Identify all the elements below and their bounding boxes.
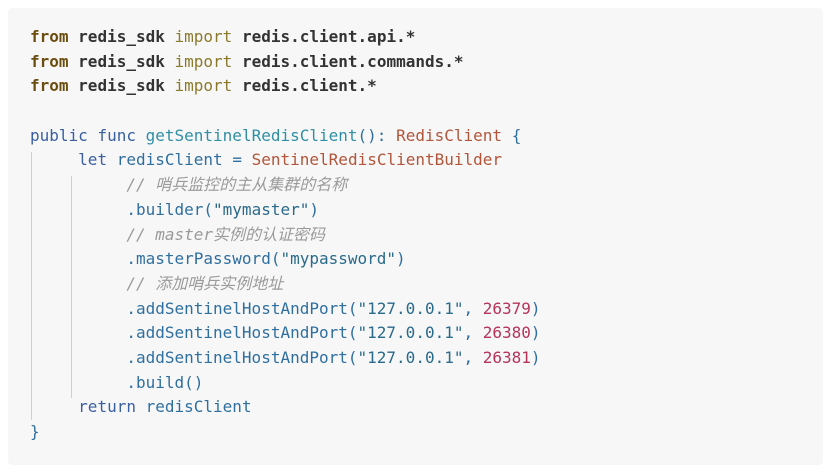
keyword-import: import [174, 76, 233, 96]
return-statement: return redisClient [30, 395, 541, 420]
let-statement: let redisClient = SentinelRedisClientBui… [30, 148, 541, 173]
indent-guide-outer [31, 152, 32, 420]
import-target: redis.client.api.* [241, 27, 416, 46]
import-target: redis.client.* [241, 76, 377, 96]
keyword-import: import [174, 51, 233, 71]
master-password-call: .masterPassword("mypassword") [126, 249, 406, 269]
add-sentinel-call-2: .addSentinelHostAndPort("127.0.0.1", 263… [126, 323, 541, 343]
return-type: RedisClient [396, 125, 503, 145]
keyword-from: from [30, 51, 69, 71]
import-module: redis_sdk [78, 51, 165, 71]
open-brace: { [511, 125, 522, 145]
import-line-3: from redis_sdk import redis.client.* [30, 74, 541, 99]
close-brace: } [30, 422, 40, 441]
port-number: 26379 [482, 298, 531, 318]
comment-cluster-name: // 哨兵监控的主从集群的名称 [126, 175, 348, 195]
keyword-from: from [30, 76, 69, 96]
builder-class: SentinelRedisClientBuilder [251, 150, 503, 170]
import-line-2: from redis_sdk import redis.client.comma… [30, 50, 541, 75]
variable-name: redisClient [116, 150, 223, 170]
function-name: getSentinelRedisClient [145, 125, 358, 145]
keyword-import: import [174, 27, 233, 46]
add-sentinel-call-3: .addSentinelHostAndPort("127.0.0.1", 263… [126, 347, 541, 367]
code-block [8, 8, 823, 465]
code-listing: from redis_sdk import redis.client.api.*… [30, 25, 541, 445]
import-line-1: from redis_sdk import redis.client.api.* [30, 25, 541, 50]
port-number: 26380 [482, 323, 531, 343]
import-target: redis.client.commands.* [241, 51, 464, 71]
keyword-from: from [30, 27, 69, 46]
comment-sentinel-address: // 添加哨兵实例地址 [126, 273, 284, 293]
keyword-func: func [97, 125, 136, 145]
function-params: (): [357, 125, 387, 145]
builder-call: .builder("mymaster") [126, 199, 319, 219]
indent-guide-inner [71, 176, 72, 398]
keyword-public: public [30, 125, 88, 145]
comment-master-password: // master实例的认证密码 [126, 224, 326, 244]
keyword-return: return [78, 397, 136, 417]
assign-operator: = [232, 150, 242, 170]
build-call: .build() [126, 372, 204, 392]
function-signature: public func getSentinelRedisClient(): Re… [30, 124, 541, 149]
import-module: redis_sdk [78, 27, 165, 46]
keyword-let: let [78, 150, 108, 170]
add-sentinel-call-1: .addSentinelHostAndPort("127.0.0.1", 263… [126, 298, 541, 318]
blank-line [30, 99, 541, 124]
return-variable: redisClient [145, 397, 252, 417]
port-number: 26381 [482, 347, 531, 367]
import-module: redis_sdk [78, 76, 165, 96]
